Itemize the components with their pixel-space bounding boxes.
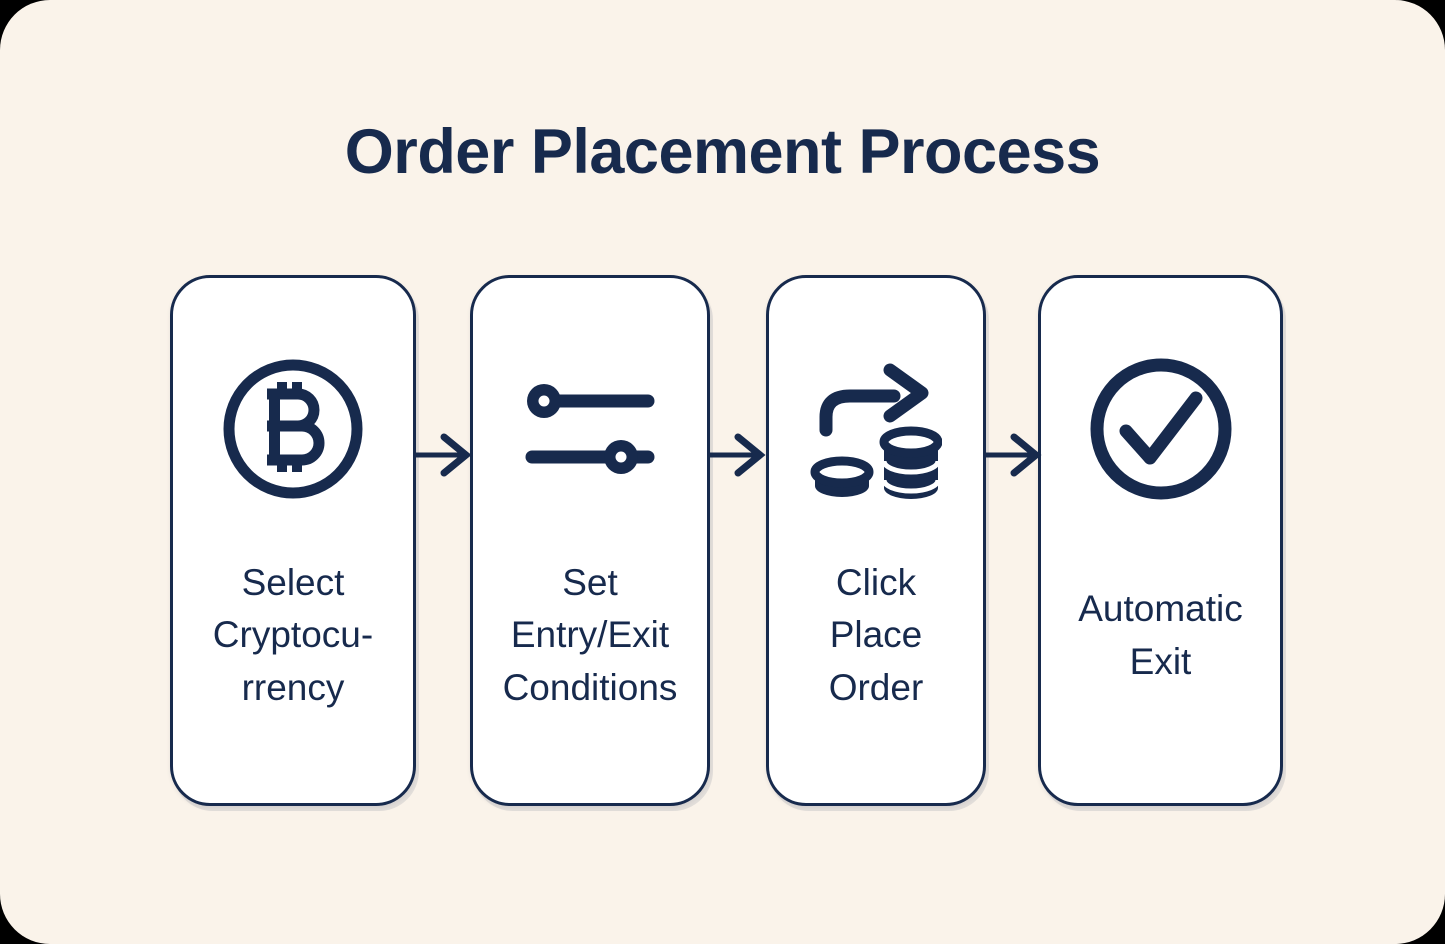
arrow-right-icon [414,430,472,480]
step-label: Select Cryptocu- rrency [212,561,374,708]
sliders-icon [520,352,660,506]
step-card-click-place-order: Click Place Order [766,275,986,806]
step-card-automatic-exit: Automatic Exit [1038,275,1283,806]
page-title: Order Placement Process [344,117,1101,187]
check-circle-icon [1086,352,1236,506]
step-card-set-entry-exit: Set Entry/Exit Conditions [470,275,710,806]
step-label: Automatic Exit [1078,587,1243,682]
arrow-right-icon [708,430,766,480]
step-card-select-cryptocurrency: Select Cryptocu- rrency [170,275,416,806]
process-steps-row: Select Cryptocu- rrency Set Entry/Exit C… [170,275,1283,806]
step-label: Click Place Order [828,561,924,708]
coins-transfer-icon [810,358,942,512]
bitcoin-icon [218,352,368,506]
arrow-right-icon [984,430,1042,480]
step-label: Set Entry/Exit Conditions [502,561,678,708]
